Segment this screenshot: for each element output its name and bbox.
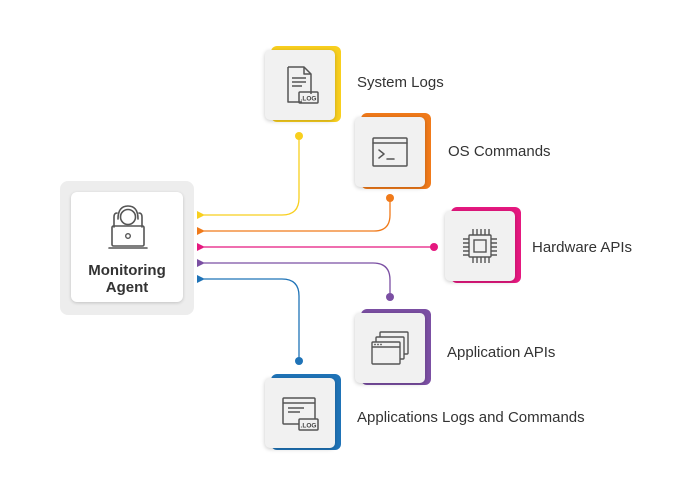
source-card [355,313,425,383]
log-badge-text: .LOG [301,423,317,430]
source-applications-logs: .LOG [265,374,341,450]
log-file-icon: .LOG [287,66,319,104]
connector-applications-logs [197,275,300,361]
label-os-commands: OS Commands [448,143,551,160]
agent-label-line1: Monitoring [88,262,166,279]
label-application-apis: Application APIs [447,344,556,361]
connector-dot-application-apis [386,293,394,301]
source-system-logs: .LOG [265,46,341,122]
monitoring-agent-card: Monitoring Agent [71,192,183,302]
source-card [355,117,425,187]
connector-dot-system-logs [295,132,303,140]
source-card: .LOG [265,378,335,448]
agent-person-laptop-icon [108,205,148,249]
source-hardware-apis [445,207,521,283]
connector-application-apis [197,259,391,297]
label-system-logs: System Logs [357,74,444,91]
connector-dot-applications-logs [295,357,303,365]
connector-system-logs [197,136,300,219]
source-card: .LOG [265,50,335,120]
connector-dot-os-commands [386,194,394,202]
connector-dot-hardware-apis [430,243,438,251]
app-windows-icon [371,331,409,365]
source-os-commands [355,113,431,189]
terminal-icon [372,137,408,167]
log-badge-text: .LOG [301,96,317,103]
chip-icon [463,229,497,263]
app-log-icon: .LOG [282,397,319,431]
source-card [445,211,515,281]
label-applications-logs: Applications Logs and Commands [357,409,585,426]
connector-os-commands [197,198,391,235]
source-application-apis [355,309,431,385]
label-hardware-apis: Hardware APIs [532,239,633,256]
agent-label-line2: Agent [105,279,149,296]
